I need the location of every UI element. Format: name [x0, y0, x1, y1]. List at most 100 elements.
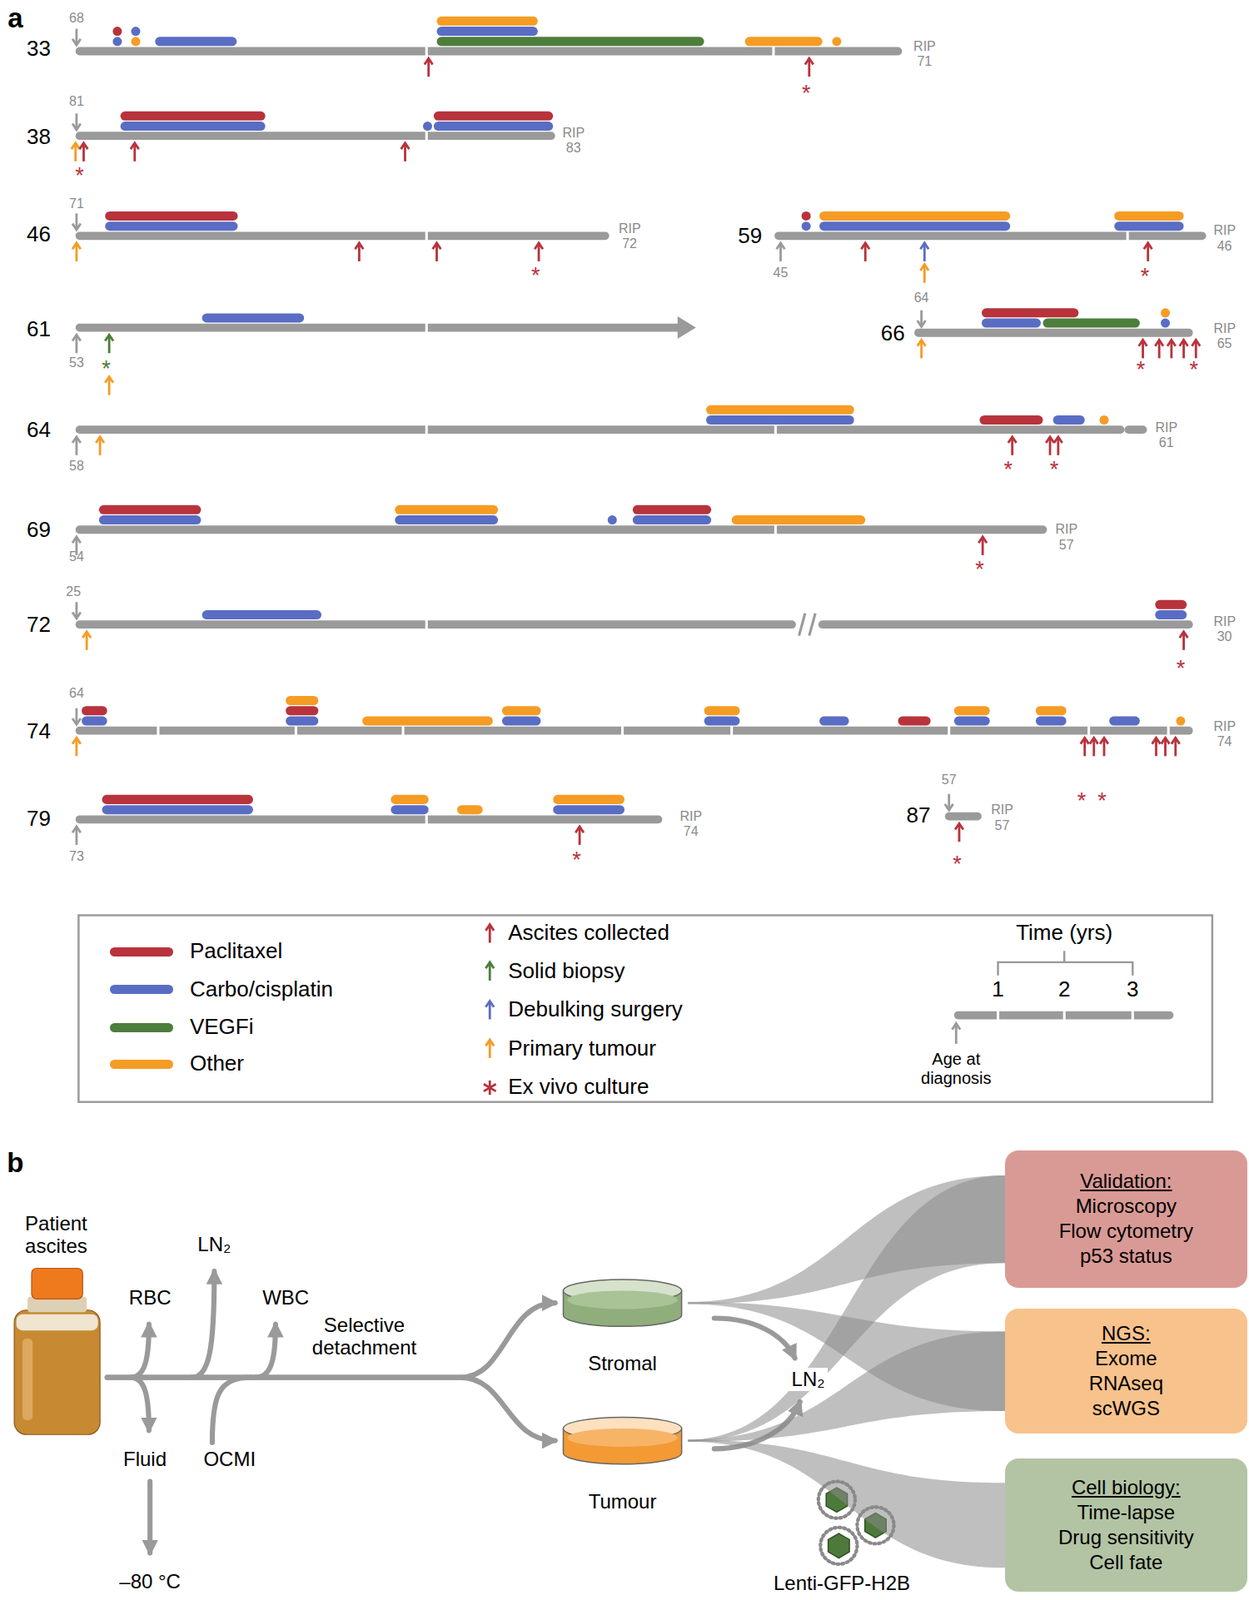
event-arrow — [85, 632, 89, 651]
treatment-bar — [103, 505, 197, 515]
patient-id: 33 — [26, 36, 51, 62]
timeline-line — [79, 323, 682, 333]
rip-label: RIP 46 — [1213, 223, 1235, 254]
patient-id: 72 — [26, 612, 51, 638]
event-arrow — [95, 437, 105, 443]
treatment-bar — [1040, 706, 1062, 716]
flow-label: RBC — [129, 1286, 172, 1310]
rip-label: RIP 57 — [1054, 522, 1077, 553]
flow-label: –80 °C — [119, 1570, 181, 1594]
treatment-bar — [711, 405, 851, 415]
treatment-bar — [557, 805, 621, 815]
legend-arrow — [485, 1040, 494, 1046]
legend-text: Paclitaxel — [189, 939, 283, 965]
year-tick — [621, 724, 624, 737]
rip-label: RIP 74 — [679, 809, 702, 841]
legend-arrow — [485, 1000, 494, 1007]
timeline-line — [949, 812, 978, 822]
year-tick — [156, 724, 160, 737]
year-tick — [425, 44, 428, 58]
ascites-bottle — [14, 1310, 100, 1436]
event-arrow — [1152, 737, 1161, 744]
scale-label: 1 — [991, 977, 1004, 1003]
culture-dish — [567, 1428, 677, 1448]
legend-arrow — [488, 1040, 492, 1059]
legend-arrow — [488, 963, 492, 981]
legend-arrow — [485, 962, 494, 969]
event-arrow — [1182, 632, 1185, 651]
virus-particle — [820, 1527, 857, 1565]
flow-label: Selective detachment — [298, 1313, 431, 1360]
event-arrow — [424, 58, 433, 65]
event-arrow — [358, 243, 361, 262]
event-arrow — [1045, 437, 1055, 443]
treatment-bar — [290, 716, 314, 727]
legend-frame — [78, 915, 1213, 1102]
event-arrow — [1154, 738, 1158, 757]
legend-swatch — [109, 1059, 174, 1070]
treatment-bar — [109, 211, 234, 221]
diagnosis-arrow — [72, 334, 81, 341]
treatment-bar — [290, 706, 314, 716]
legend-text: Other — [189, 1051, 244, 1077]
treatment-bar — [984, 415, 1039, 425]
event-arrow — [403, 144, 407, 162]
treatment-bar — [1159, 610, 1183, 620]
treatment-bar — [506, 706, 537, 716]
treatment-bar — [395, 805, 424, 815]
axis-break — [799, 613, 806, 637]
axis-break — [809, 613, 816, 637]
legend-text: Carbo/cisplatin — [189, 977, 334, 1003]
flow-arrow — [212, 1378, 252, 1444]
legend-text: Ex vivo culture — [507, 1074, 649, 1100]
flow-arrow — [714, 1318, 796, 1359]
event-arrow — [354, 243, 364, 249]
treatment-bar — [958, 706, 986, 716]
asterisk: * — [1097, 788, 1107, 815]
treatment-bar — [636, 515, 707, 525]
treatment-bar — [462, 805, 479, 815]
scale-bracket — [998, 950, 1134, 976]
year-tick — [1167, 724, 1170, 737]
event-arrow — [75, 738, 79, 757]
patient-id: 87 — [905, 803, 931, 829]
age-label: 53 — [69, 355, 85, 371]
flow-label: Lenti-GFP-H2B — [773, 1572, 911, 1596]
patient-id: 79 — [26, 806, 51, 832]
box-item: Drug sensitivity — [1058, 1525, 1195, 1551]
event-arrow — [920, 243, 929, 249]
year-tick — [774, 523, 777, 537]
treatment-bar — [159, 36, 233, 46]
age-label: 64 — [69, 686, 85, 702]
treatment-bar — [506, 716, 537, 727]
legend-text: Primary tumour — [507, 1036, 657, 1062]
asterisk: * — [801, 80, 812, 107]
flow-arrow — [130, 1378, 150, 1432]
treatment-bar — [708, 706, 736, 716]
age-label: 81 — [69, 94, 85, 110]
event-arrow — [1010, 437, 1014, 456]
treatment-bar — [708, 716, 736, 727]
timeline-line — [79, 231, 606, 240]
asterisk: * — [101, 356, 111, 383]
flow-arrow — [254, 1324, 276, 1379]
event-arrow — [1054, 437, 1063, 443]
legend-text: VEGFi — [189, 1015, 254, 1041]
event-arrow — [537, 243, 541, 262]
flow-arrow — [107, 1378, 556, 1442]
diagnosis-arrow — [72, 124, 81, 130]
box-heading: NGS: — [1101, 1321, 1151, 1347]
treatment-bar — [557, 795, 621, 805]
event-arrow — [74, 144, 77, 162]
event-arrow — [99, 437, 102, 456]
treatment-bar — [1057, 415, 1080, 425]
box-item: Exome — [1094, 1346, 1158, 1372]
timeline-line — [79, 726, 1190, 736]
treatment-bar — [86, 716, 104, 727]
flow-label: LN₂ — [789, 1368, 828, 1392]
specimen-node: Patient ascites — [4, 1212, 108, 1438]
timeline-line — [778, 231, 1203, 240]
legend-text: Debulking surgery — [507, 997, 683, 1023]
treatment-bar — [1114, 716, 1136, 727]
treatment-bar — [1040, 716, 1062, 727]
